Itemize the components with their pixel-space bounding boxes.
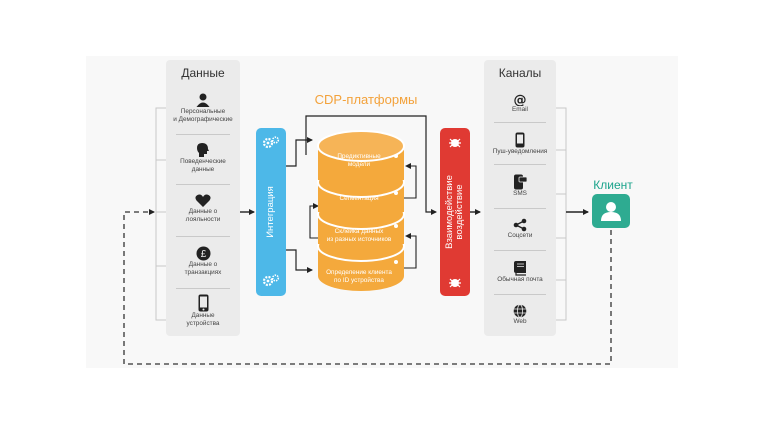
data-item-label: Поведенческие данные <box>180 158 226 173</box>
channel-item-label: Web <box>513 318 527 325</box>
channel-item-label: Пуш-уведомления <box>492 148 548 155</box>
interaction-bar: Взаимодействие воздействие <box>440 128 470 296</box>
at-icon: @ <box>514 93 527 106</box>
cdp-loop-arrow <box>305 115 437 215</box>
channels-panel-title: Каналы <box>498 66 542 80</box>
channel-item-sms: SMS <box>488 174 552 198</box>
channel-item-label: Email <box>512 106 528 113</box>
interaction-label-line2: воздействие <box>454 184 465 240</box>
divider <box>494 294 546 295</box>
divider <box>176 288 230 289</box>
cdp-layer-stitching: Склейка данных из разных источников <box>326 228 392 243</box>
data-item-loyalty: Данные о лояльности <box>170 194 236 223</box>
channel-item-email: @ Email <box>488 92 552 114</box>
head-icon <box>197 143 209 157</box>
data-panel: Данные Персональные и Демографические По… <box>166 60 240 336</box>
channel-item-mail: Обычная почта <box>488 260 552 284</box>
heart-icon <box>195 194 211 207</box>
data-item-label: Данные о лояльности <box>185 208 221 223</box>
cdp-layer-segmentation: Сегментация <box>339 195 379 202</box>
client-box <box>592 194 630 228</box>
sms-icon <box>514 174 528 190</box>
gears-icon <box>262 136 280 149</box>
bug-icon <box>449 278 461 288</box>
cdp-layer-predictive: Предиктивные модели <box>337 153 381 168</box>
data-item-label: Данные устройства <box>186 312 220 327</box>
data-item-transactions: £ Данные о транзакциях <box>170 246 236 276</box>
data-item-personal: Персональные и Демографические <box>170 92 236 123</box>
data-item-behavioral: Поведенческие данные <box>170 142 236 173</box>
bug-icon <box>449 138 461 148</box>
integration-to-cdp-arrow-top <box>286 137 313 167</box>
phone-icon <box>198 294 208 312</box>
cdp-title: CDP-платформы <box>314 92 418 107</box>
divider <box>494 250 546 251</box>
channel-item-push: Пуш-уведомления <box>488 132 552 156</box>
feedback-loop-arrow <box>123 209 612 365</box>
channel-item-label: Обычная почта <box>497 276 543 283</box>
client-title: Клиент <box>593 178 633 192</box>
data-panel-title: Данные <box>181 66 225 80</box>
user-icon <box>601 202 621 221</box>
data-item-device: Данные устройства <box>170 294 236 327</box>
channel-item-label: SMS <box>513 190 527 197</box>
globe-icon <box>513 304 527 318</box>
divider <box>176 184 230 185</box>
integration-bar: Интеграция <box>256 128 286 296</box>
cdp-side-arrow-2 <box>404 233 417 269</box>
channels-panel: Каналы @ Email Пуш-уведомления SMS Соцсе… <box>484 60 556 336</box>
interaction-label: Взаимодействие воздействие <box>444 175 465 249</box>
divider <box>494 122 546 123</box>
divider <box>494 164 546 165</box>
mobile-icon <box>515 132 525 148</box>
cdp-side-arrow-1 <box>404 163 417 199</box>
divider <box>176 236 230 237</box>
integration-to-cdp-arrow-bottom <box>286 249 313 273</box>
data-item-label: Данные о транзакциях <box>184 261 222 276</box>
cdp-layer-device-id: Определение клиента по ID устройства <box>326 269 392 284</box>
share-icon <box>513 218 527 232</box>
channel-item-social: Соцсети <box>488 218 552 240</box>
cdp-side-arrow-3 <box>309 203 320 239</box>
pound-coin-icon: £ <box>196 246 210 261</box>
book-icon <box>514 261 526 276</box>
channel-item-web: Web <box>488 304 552 326</box>
data-item-label: Персональные и Демографические <box>173 108 233 123</box>
divider <box>494 208 546 209</box>
channels-bracket <box>556 107 567 321</box>
gears-icon <box>262 274 280 287</box>
data-bracket <box>155 107 166 321</box>
divider <box>176 134 230 135</box>
person-icon <box>196 93 210 107</box>
channel-item-label: Соцсети <box>507 232 533 239</box>
svg-text:£: £ <box>200 249 206 260</box>
svg-text:@: @ <box>514 93 527 106</box>
